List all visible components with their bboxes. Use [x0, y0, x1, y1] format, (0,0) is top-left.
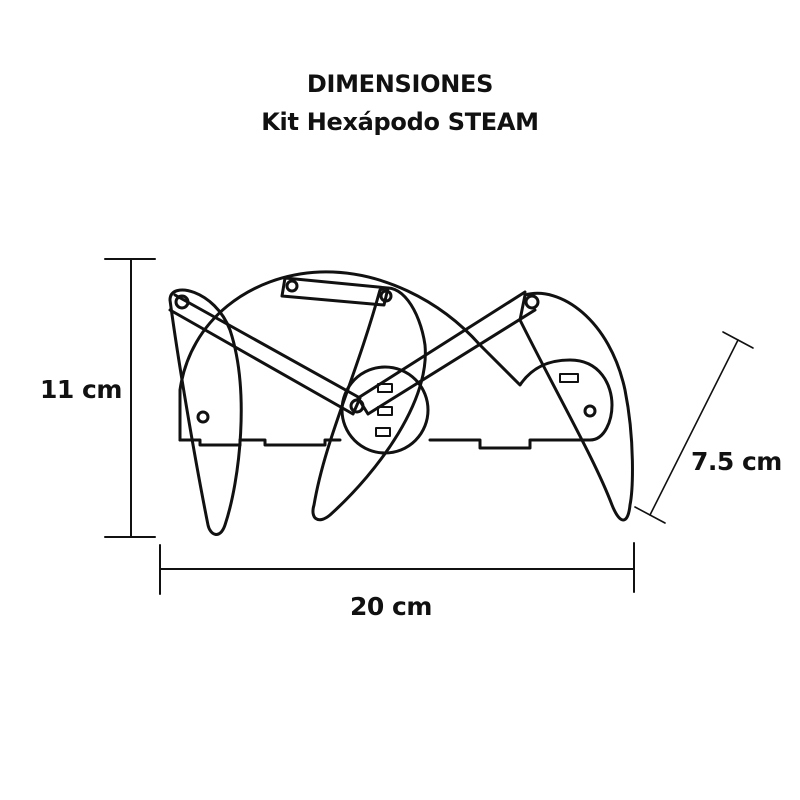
depth-label: 7.5 cm	[691, 447, 782, 476]
diagram-title: DIMENSIONES	[306, 70, 494, 98]
width-dimension-line	[159, 542, 635, 595]
diagram-subtitle: Kit Hexápodo STEAM	[261, 108, 539, 136]
hexapod-legs	[168, 286, 634, 536]
height-label: 11 cm	[40, 375, 122, 404]
depth-dimension-line	[634, 331, 754, 524]
hexapod-body	[178, 270, 614, 455]
height-dimension-line	[104, 258, 156, 538]
hexapod-links	[168, 276, 540, 416]
width-label: 20 cm	[350, 592, 432, 621]
